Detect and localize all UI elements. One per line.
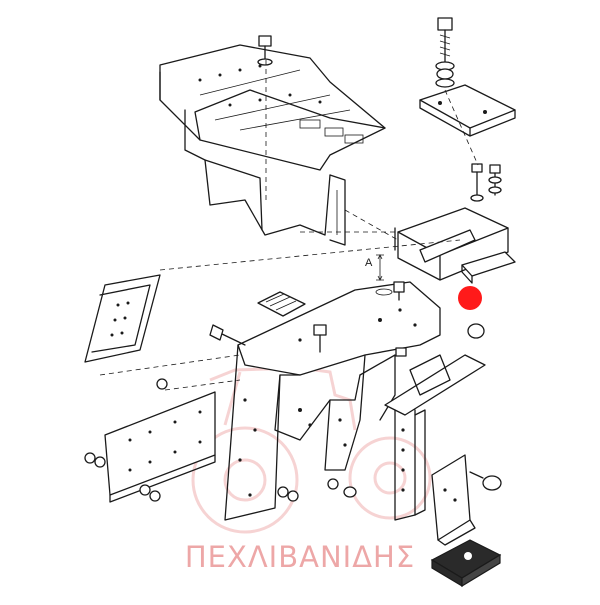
leader-lines — [99, 60, 479, 391]
watermark-tractor-hood — [223, 371, 242, 426]
rubber-pad-part — [430, 539, 502, 588]
top-right-mount-bracket — [419, 17, 516, 137]
upper-platform-part — [159, 44, 386, 246]
watermark-front-hub — [373, 461, 407, 495]
middle-right-mount-block — [300, 163, 516, 284]
right-bracket-assembly — [384, 323, 502, 546]
watermark-front-wheel — [348, 436, 432, 520]
watermark-text: ΠΕΧΛΙΒΑΝΙΔΗΣ — [184, 540, 416, 574]
watermark-rear-wheel — [191, 426, 299, 534]
dimension-label: A — [365, 257, 373, 269]
lower-left-bolts — [84, 378, 357, 502]
highlight-marker[interactable] — [458, 286, 482, 310]
frame-grille-plate — [257, 291, 306, 317]
left-side-plate — [84, 274, 161, 363]
dimension-a-indicator — [376, 254, 384, 281]
bolt-top — [257, 35, 273, 66]
lower-left-side-plate — [104, 391, 216, 503]
main-frame-part — [224, 281, 441, 521]
watermark-rear-hub — [223, 458, 267, 502]
frame-bolts — [209, 281, 407, 357]
